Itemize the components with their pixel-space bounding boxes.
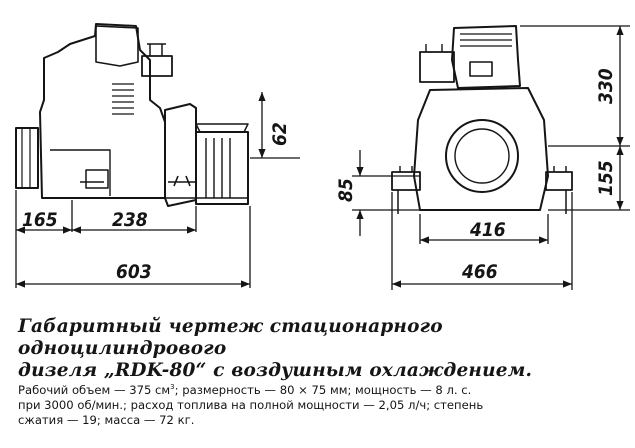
- specs-volume-superscript: 3: [170, 383, 175, 391]
- dimension-603: 603: [116, 261, 152, 283]
- dimension-85: 85: [335, 178, 357, 202]
- front-view: [391, 25, 573, 214]
- flywheel-housing: [164, 103, 197, 207]
- crankcase-outline: [39, 23, 166, 199]
- dimension-165: 165: [22, 209, 58, 231]
- specs-line-1: Рабочий объем — 375 см3; размерность — 8…: [18, 383, 630, 398]
- dimension-416: 416: [469, 219, 506, 241]
- pulley: [15, 127, 39, 189]
- side-view-dimensions: [15, 92, 300, 288]
- dimension-330: 330: [595, 68, 617, 104]
- cylinder-head: [451, 25, 521, 89]
- cooling-fins: [112, 83, 134, 115]
- front-view-dimensions: [352, 25, 630, 290]
- engine-dimension-drawing: 165 238 603 62: [15, 23, 630, 290]
- specs-line-3: сжатия — 19; масса — 72 кг.: [18, 413, 195, 427]
- specs-volume: Рабочий объем — 375 см: [18, 383, 171, 397]
- flywheel: [445, 119, 519, 193]
- injector-pump: [419, 51, 455, 83]
- specs-line-2: при 3000 об/мин.; расход топлива на полн…: [18, 398, 484, 412]
- caption-line-1: Габаритный чертеж стационарного одноцили…: [18, 316, 443, 359]
- dimension-62: 62: [269, 122, 291, 146]
- injector-box: [141, 55, 173, 77]
- front-crankcase: [413, 87, 549, 211]
- side-view: [15, 23, 249, 207]
- dimension-466: 466: [461, 261, 498, 283]
- figure-caption: Габаритный чертеж стационарного одноцили…: [18, 316, 623, 382]
- engine-specifications: Рабочий объем — 375 см3; размерность — 8…: [18, 383, 630, 428]
- front-feet: [391, 171, 573, 191]
- side-feet: [80, 175, 196, 187]
- dimension-238: 238: [112, 209, 148, 231]
- specs-bore-power: ; размерность — 80 × 75 мм; мощность — 8…: [174, 383, 472, 397]
- dimension-155: 155: [595, 160, 617, 196]
- caption-line-2: дизеля „RDK-80“ с воздушным охлаждением.: [18, 360, 533, 381]
- fuel-pump: [95, 25, 139, 67]
